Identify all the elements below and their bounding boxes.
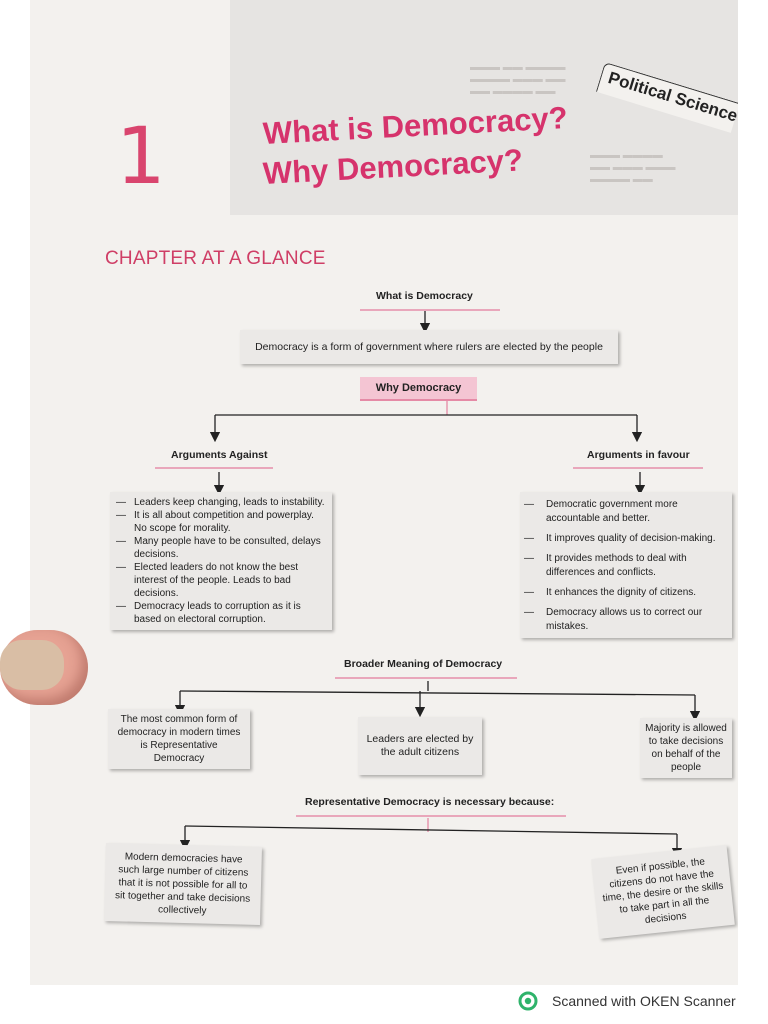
representative-democracy-note: The most common form of democracy in mod… bbox=[117, 714, 241, 764]
list-item: It is all about competition and powerpla… bbox=[112, 509, 326, 535]
why-democracy-label: Why Democracy bbox=[375, 382, 462, 394]
time-desire-skills-reason: Even if possible, the citizens do not ha… bbox=[602, 855, 724, 926]
label-underline bbox=[155, 467, 273, 469]
scanner-watermark: Scanned with OKEN Scanner bbox=[518, 991, 736, 1011]
arguments-against-list: Leaders keep changing, leads to instabil… bbox=[112, 496, 326, 626]
list-item: Elected leaders do not know the best int… bbox=[112, 561, 326, 600]
list-item: Democratic government more accountable a… bbox=[520, 498, 728, 526]
broader-meaning-right-box: Majority is allowed to take decisions on… bbox=[640, 718, 732, 778]
broader-meaning-heading: Broader Meaning of Democracy bbox=[344, 658, 503, 670]
flowchart-connectors bbox=[174, 309, 701, 859]
label-underline bbox=[296, 815, 566, 817]
show-through-text: ▬▬▬ ▬▬ ▬▬▬▬▬▬▬▬ ▬▬▬ ▬▬▬▬ ▬▬▬▬ ▬▬ bbox=[470, 62, 566, 97]
definition-box: Democracy is a form of government where … bbox=[240, 330, 618, 364]
majority-note: Majority is allowed to take decisions on… bbox=[645, 723, 727, 773]
label-underline bbox=[360, 309, 500, 311]
list-item: It provides methods to deal with differe… bbox=[520, 552, 728, 580]
definition-text: Democracy is a form of government where … bbox=[255, 340, 603, 353]
show-through-text: ▬▬▬ ▬▬▬▬▬▬ ▬▬▬ ▬▬▬▬▬▬▬ ▬▬ bbox=[590, 150, 676, 185]
label-underline bbox=[335, 677, 517, 679]
why-democracy-box: Why Democracy bbox=[360, 377, 477, 401]
adult-citizens-note: Leaders are elected by the adult citizen… bbox=[366, 733, 474, 758]
arguments-in-favour-heading: Arguments in favour bbox=[587, 449, 690, 461]
representative-democracy-heading: Representative Democracy is necessary be… bbox=[305, 796, 555, 808]
arguments-against-heading: Arguments Against bbox=[171, 449, 268, 461]
broader-meaning-left-box: The most common form of democracy in mod… bbox=[108, 709, 250, 769]
representative-right-box: Even if possible, the citizens do not ha… bbox=[591, 845, 735, 939]
representative-left-box: Modern democracies have such large numbe… bbox=[104, 842, 262, 926]
chapter-number: 1 bbox=[116, 112, 166, 202]
oken-scanner-logo-icon bbox=[518, 991, 538, 1011]
list-item: It improves quality of decision-making. bbox=[520, 532, 728, 546]
thumbnail bbox=[0, 640, 64, 690]
list-item: Democracy allows us to correct our mista… bbox=[520, 606, 728, 634]
arguments-in-favour-box: Democratic government more accountable a… bbox=[520, 492, 732, 638]
list-item: It enhances the dignity of citizens. bbox=[520, 586, 728, 600]
arguments-in-favour-list: Democratic government more accountable a… bbox=[520, 498, 728, 634]
list-item: Many people have to be consulted, delays… bbox=[112, 535, 326, 561]
what-is-democracy-label: What is Democracy bbox=[376, 290, 473, 302]
scanned-page: ▬▬▬ ▬▬ ▬▬▬▬▬▬▬▬ ▬▬▬ ▬▬▬▬ ▬▬▬▬ ▬▬ ▬▬▬ ▬▬▬… bbox=[30, 0, 738, 985]
arguments-against-box: Leaders keep changing, leads to instabil… bbox=[110, 492, 332, 630]
list-item: Leaders keep changing, leads to instabil… bbox=[112, 496, 326, 509]
list-item: Democracy leads to corruption as it is b… bbox=[112, 600, 326, 626]
large-population-reason: Modern democracies have such large numbe… bbox=[114, 850, 251, 917]
label-underline bbox=[573, 467, 703, 469]
broader-meaning-middle-box: Leaders are elected by the adult citizen… bbox=[358, 717, 482, 775]
chapter-at-a-glance-heading: CHAPTER AT A GLANCE bbox=[105, 248, 326, 269]
scanner-text: Scanned with OKEN Scanner bbox=[552, 993, 736, 1009]
